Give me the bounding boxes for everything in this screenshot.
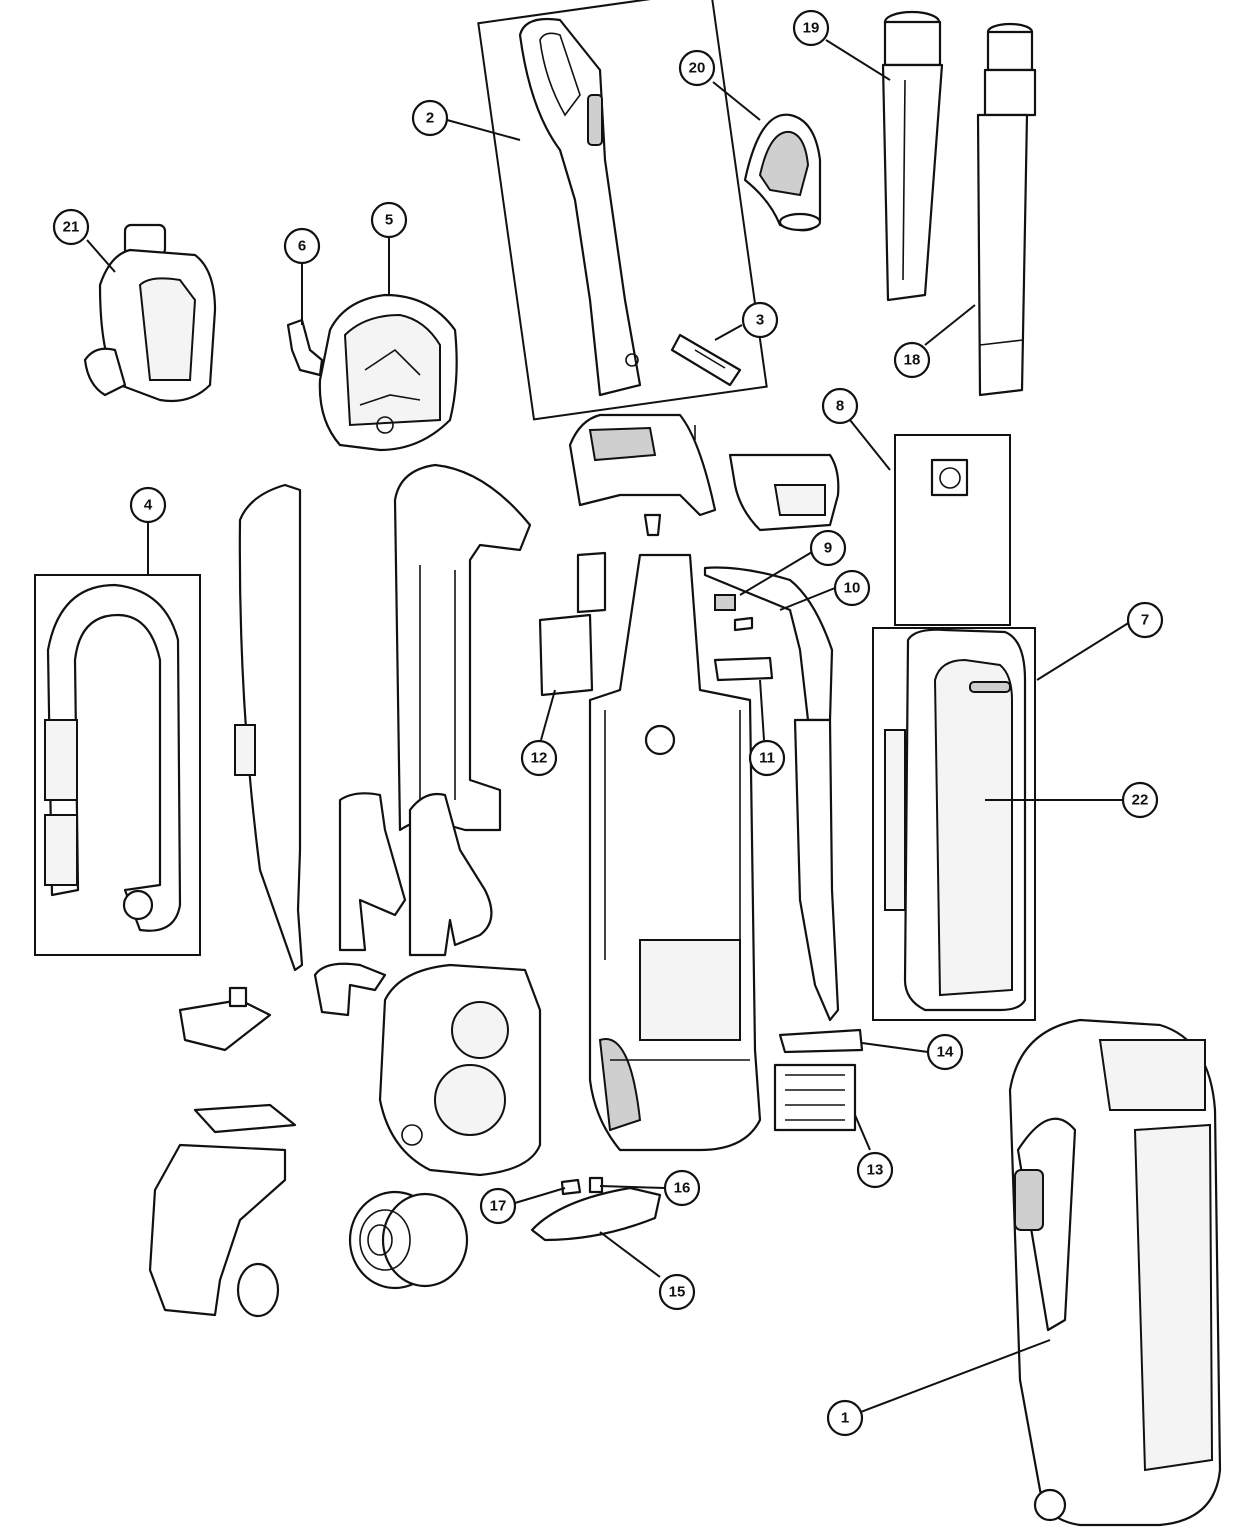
- part-cyclone-cover: [318, 293, 458, 452]
- part-motor-housing: [378, 963, 542, 1177]
- callout-label-14: 14: [937, 1044, 954, 1061]
- part-crevice-tool: [881, 10, 944, 302]
- part-air-duct: [338, 792, 493, 957]
- part-dirt-cup-lid: [178, 962, 387, 1134]
- callout-16: 16: [663, 1169, 701, 1207]
- leader-lines: [86, 39, 1131, 1419]
- callout-4: 4: [129, 486, 167, 524]
- part-right-rail: [793, 718, 840, 1022]
- part-rear-housing: [393, 463, 532, 832]
- callout-15: 15: [658, 1273, 696, 1311]
- callout-label-17: 17: [490, 1198, 507, 1215]
- callout-11: 11: [748, 739, 786, 777]
- part-cord-clip: [286, 318, 324, 377]
- part-pedal-and-fasteners: [530, 1176, 662, 1242]
- callout-5: 5: [370, 201, 408, 239]
- callout-label-22: 22: [1132, 792, 1149, 809]
- callout-label-13: 13: [867, 1162, 884, 1179]
- part-complete-vacuum: [1008, 1018, 1222, 1527]
- callout-label-2: 2: [426, 110, 434, 127]
- part-upholstery-tool: [743, 113, 822, 232]
- callout-label-3: 3: [756, 312, 764, 329]
- callout-2: 2: [411, 99, 449, 137]
- callout-12: 12: [520, 739, 558, 777]
- callout-7: 7: [1126, 601, 1164, 639]
- callout-20: 20: [678, 49, 716, 87]
- part-handle-socket: [568, 413, 717, 537]
- callout-13: 13: [856, 1151, 894, 1189]
- callout-14: 14: [926, 1033, 964, 1071]
- part-dirt-cup: [148, 1143, 287, 1318]
- part-side-panel: [234, 483, 304, 972]
- callout-label-21: 21: [63, 219, 80, 236]
- callout-18: 18: [893, 341, 931, 379]
- callout-label-18: 18: [904, 352, 921, 369]
- part-circuit-board: [538, 551, 607, 697]
- callout-22: 22: [1121, 781, 1159, 819]
- part-bin-door: [872, 627, 1036, 1021]
- part-turbo-brush: [83, 223, 217, 403]
- callout-label-10: 10: [844, 580, 861, 597]
- callout-3: 3: [741, 301, 779, 339]
- callout-label-9: 9: [824, 540, 832, 557]
- part-main-body: [588, 553, 762, 1152]
- callout-label-16: 16: [674, 1180, 691, 1197]
- part-filters: [773, 1028, 864, 1132]
- part-bin-lid: [728, 453, 840, 532]
- part-motor: [348, 1190, 469, 1290]
- callout-1: 1: [826, 1399, 864, 1437]
- callout-label-7: 7: [1141, 612, 1149, 629]
- part-foam-filter: [713, 656, 774, 682]
- callout-label-4: 4: [144, 497, 153, 514]
- callout-label-1: 1: [841, 1410, 849, 1427]
- callout-label-19: 19: [803, 20, 820, 37]
- part-hose: [34, 574, 201, 956]
- callout-10: 10: [833, 569, 871, 607]
- callout-8: 8: [821, 387, 859, 425]
- callout-label-11: 11: [759, 750, 775, 767]
- callout-label-5: 5: [385, 212, 393, 229]
- callout-label-12: 12: [531, 750, 548, 767]
- callout-17: 17: [479, 1187, 517, 1225]
- callout-6: 6: [283, 227, 321, 265]
- callout-9: 9: [809, 529, 847, 567]
- callout-19: 19: [792, 9, 830, 47]
- part-handle: [477, 0, 768, 421]
- part-bag: [894, 434, 1011, 626]
- part-switch: [670, 333, 742, 387]
- callout-label-15: 15: [669, 1284, 686, 1301]
- callout-label-6: 6: [298, 238, 306, 255]
- callout-label-8: 8: [836, 398, 844, 415]
- callout-label-20: 20: [689, 60, 706, 77]
- callout-21: 21: [52, 208, 90, 246]
- part-extension-wand: [976, 22, 1037, 397]
